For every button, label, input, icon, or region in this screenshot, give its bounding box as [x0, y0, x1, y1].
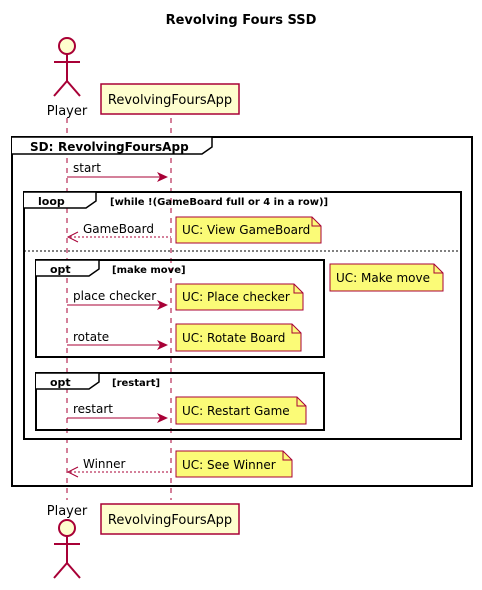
- opt-move-frame: [35, 259, 325, 358]
- opt-move-tab: [36, 259, 100, 277]
- opt-restart-tab: [36, 372, 100, 390]
- sd-name: RevolvingFoursApp: [58, 140, 189, 154]
- msg-rotate-arrow: [157, 340, 168, 350]
- player-actor-bottom: [53, 519, 81, 579]
- sd-frame-tab: [12, 136, 213, 155]
- loop-frame-tab: [24, 191, 97, 209]
- note-restart-game: [175, 396, 307, 425]
- opt-restart-frame: [35, 372, 325, 431]
- player-actor-top: [53, 37, 81, 97]
- app-label-bottom: RevolvingFoursApp: [108, 513, 232, 528]
- player-label-top: Player: [47, 104, 88, 119]
- app-participant-top: [100, 83, 240, 115]
- msg-gameboard-arrow: [66, 231, 79, 243]
- msg-restart-arrow: [157, 413, 168, 423]
- app-label-top: RevolvingFoursApp: [108, 93, 232, 108]
- note-rotate-board-text: UC: Rotate Board: [182, 331, 285, 345]
- loop-keyword: loop: [38, 195, 65, 208]
- note-make-move: [329, 263, 444, 292]
- opt-restart-guard: [restart]: [112, 378, 160, 389]
- note-restart-game-text: UC: Restart Game: [182, 404, 290, 418]
- app-participant-bottom: [100, 503, 240, 535]
- msg-gameboard-label: GameBoard: [83, 222, 154, 236]
- note-place-checker-text: UC: Place checker: [182, 290, 290, 304]
- note-see-winner: [175, 450, 293, 478]
- opt-restart-keyword: opt: [50, 376, 71, 389]
- loop-guard: [while !(GameBoard full or 4 in a row)]: [110, 197, 328, 208]
- note-view-gameboard: [175, 216, 322, 244]
- sd-frame: [11, 136, 473, 487]
- note-view-gameboard-text: UC: View GameBoard: [182, 223, 310, 237]
- loop-frame: [23, 191, 462, 440]
- msg-rotate-label: rotate: [73, 330, 109, 344]
- note-make-move-text: UC: Make move: [336, 271, 430, 285]
- note-place-checker: [175, 283, 304, 311]
- msg-place-checker-arrow: [157, 300, 168, 310]
- msg-winner-arrow: [66, 466, 79, 478]
- msg-restart-label: restart: [73, 402, 113, 416]
- sd-keyword: SD:: [30, 140, 53, 154]
- msg-start-label: start: [73, 161, 101, 175]
- msg-place-checker-label: place checker: [73, 289, 156, 303]
- player-label-bottom: Player: [47, 504, 88, 519]
- msg-winner-label: Winner: [83, 457, 126, 471]
- opt-move-keyword: opt: [50, 263, 71, 276]
- msg-start-arrow: [157, 172, 168, 182]
- note-rotate-board: [175, 323, 302, 352]
- note-see-winner-text: UC: See Winner: [182, 458, 276, 472]
- opt-move-guard: [make move]: [112, 265, 186, 276]
- diagram-title: Revolving Fours SSD: [166, 13, 317, 28]
